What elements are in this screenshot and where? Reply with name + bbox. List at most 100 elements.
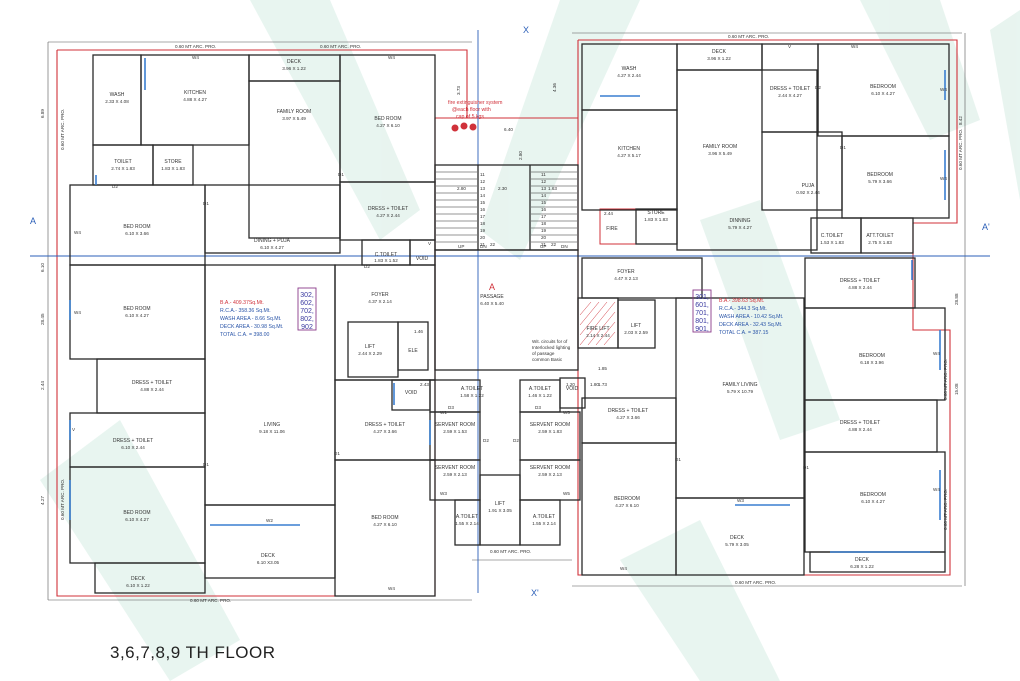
room-name: DINING + PUJA [254, 238, 291, 244]
stair-number: 21 [541, 242, 547, 247]
room-name: VOID [416, 256, 429, 262]
watermark [40, 0, 1020, 681]
room-dims: 4.88 X 2.44 [140, 387, 164, 392]
stair-number: 15 [541, 200, 547, 205]
rca-area: R.C.A.- 358.36 Sq.Mt. [220, 308, 271, 314]
stair-number: 22 [490, 242, 496, 247]
stair-down: DN [480, 244, 487, 249]
room-dims: 4.47 X 2.13 [614, 276, 638, 281]
room-dims: 2.59 X 1.83 [538, 429, 562, 434]
arc-projection: 0.60 MT ARC. PRO. [958, 129, 963, 170]
dimension: 28.45 [40, 313, 45, 325]
arc-projection: 0.60 MT ARC. PRO. [943, 359, 948, 400]
room-name: DECK [855, 557, 870, 563]
dimension: 8.42 [958, 116, 963, 125]
room-name: LIFT [495, 501, 505, 507]
dimension: 15.08 [954, 383, 959, 395]
room-name: TOILET [114, 159, 131, 165]
stair-number: 12 [541, 179, 547, 184]
room-name: PUJA [802, 183, 815, 189]
room-dims: 5.79 X 3.05 [725, 542, 749, 547]
room-name: DRESS + TOILET [770, 86, 810, 92]
dimension: 1.20 [566, 382, 575, 387]
room-name: KITCHEN [618, 146, 640, 152]
door-marker: D2 [483, 438, 489, 443]
room-name: DECK [131, 576, 146, 582]
core-walls [429, 164, 656, 546]
rca-area: R.C.A.- 344.3 Sq.Mt. [719, 306, 767, 312]
room-dims: 4.27 X 3.66 [616, 415, 640, 420]
stair-number: 21 [480, 242, 486, 247]
room-name: BEDROOM [860, 492, 886, 498]
arc-projection: 0.60 MT ARC. PRO. [735, 580, 776, 585]
window-marker: W1 [440, 410, 447, 415]
stair-number: 17 [480, 214, 486, 219]
outer-dimension-lines [47, 32, 966, 601]
room-dims: 1.83 X 1.83 [161, 166, 185, 171]
arc-projection: 0.60 MT ARC. PRO. [60, 479, 65, 520]
room-dims: 6.10 X 4.27 [125, 313, 149, 318]
dimension-texts: 0.60 MT ARC. PRO. 0.60 MT ARC. PRO. 0.60… [40, 34, 963, 603]
room-name: KITCHEN [184, 90, 206, 96]
room-name: FAMILY LIVING [722, 382, 757, 388]
room-dims: 3.96 X 1.22 [282, 66, 306, 71]
window-marker: W4 [940, 87, 947, 92]
room-dims: 2.74 X 1.83 [111, 166, 135, 171]
light-note: Wit. circuits for of [532, 339, 568, 344]
total-area: TOTAL C.A. = 387.15 [719, 330, 768, 336]
room-dims: 4.27 X 6.10 [376, 123, 400, 128]
axis-label-a-center: A [489, 282, 495, 292]
stair-numbers: 11 12 13 14 15 16 17 18 19 20 21 22 11 1… [480, 172, 557, 247]
core-labels: fire extinguisher system @each floor wit… [435, 100, 648, 526]
window-marker: W4 [851, 44, 858, 49]
room-dims: 6.10 X 1.22 [126, 583, 150, 588]
stair-number: 13 [480, 186, 486, 191]
room-name: LIVING [264, 422, 281, 428]
room-dims: 3.96 X 5.49 [708, 151, 732, 156]
room-dims: 1.83 X 1.52 [374, 258, 398, 263]
unit-number: 902 [301, 324, 313, 331]
stair-number: 12 [480, 179, 486, 184]
dimension: 1.85 [598, 366, 607, 371]
room-name: A.TOILET [533, 514, 555, 520]
window-marker: W5 [563, 491, 570, 496]
vent-marker: V [788, 44, 792, 49]
unit-number: 302, [300, 292, 314, 299]
window-marker: W3 [737, 498, 744, 503]
stair-up: UP [458, 244, 464, 249]
room-dims: 4.27 X 5.17 [617, 153, 641, 158]
window-marker: W4 [933, 487, 940, 492]
dimension: 4.27 [40, 496, 45, 505]
room-name: SERVENT ROOM [530, 465, 570, 471]
window-marker: W5 [563, 410, 570, 415]
total-area: TOTAL C.A. = 398.00 [220, 332, 269, 338]
room-dims: 4.27 X 6.10 [615, 503, 639, 508]
wash-area: WASH AREA - 10.42 Sq.Mt. [719, 314, 783, 320]
room-dims: 1.58 X 1.22 [460, 393, 484, 398]
window-marker: W4 [940, 176, 947, 181]
vent-marker: V [428, 241, 432, 246]
door-marker: D1 [675, 457, 681, 462]
room-name: FAMILY ROOM [277, 109, 311, 115]
window-marker: W4 [620, 566, 627, 571]
door-marker: D2 [513, 438, 519, 443]
room-dims: 4.27 X 6.10 [373, 522, 397, 527]
room-name: C.TOILET [375, 252, 397, 258]
wash-area: WASH AREA - 8.66 Sq.Mt. [220, 316, 282, 322]
room-name: DECK [261, 553, 276, 559]
room-name: A.TOILET [461, 386, 483, 392]
dimension: 2.80 [518, 151, 523, 160]
room-name: DRESS + TOILET [132, 380, 172, 386]
door-marker: D1 [803, 465, 809, 470]
stair-number: 15 [480, 200, 486, 205]
room-dims: 6.10 X 2.44 [121, 445, 145, 450]
stair-number: 20 [480, 235, 486, 240]
room-name: BED ROOM [374, 116, 401, 122]
room-dims: 6.10 X 4.27 [861, 499, 885, 504]
axis-label-a-left: A [30, 216, 36, 226]
room-name: DRESS + TOILET [608, 408, 648, 414]
unit-number: 701, [695, 310, 709, 317]
dimension: 2.80 [457, 186, 466, 191]
window-marker: W3 [440, 491, 447, 496]
